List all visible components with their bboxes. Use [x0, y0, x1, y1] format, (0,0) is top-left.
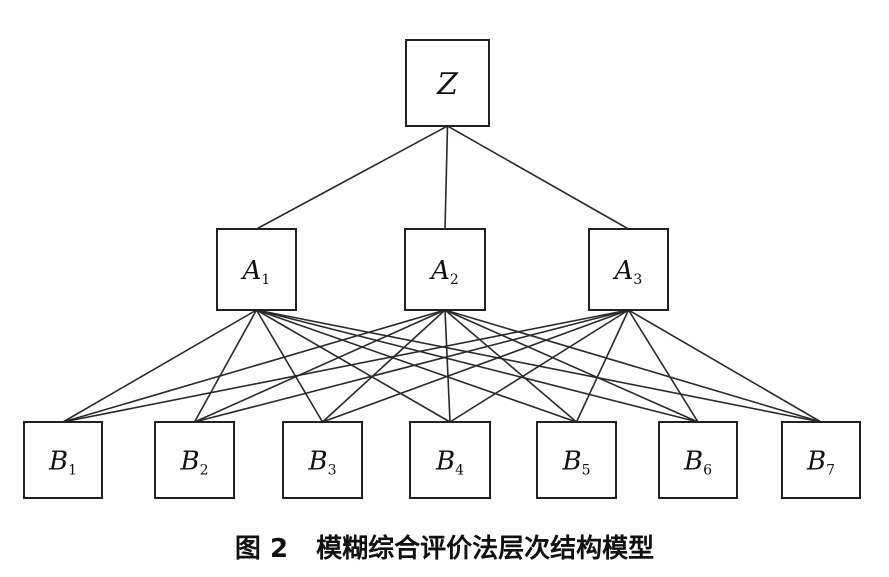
edge-z-a3 [447, 125, 629, 230]
node-box [404, 228, 486, 311]
node-b3: B3 [282, 421, 363, 499]
connection-lines [62, 125, 822, 423]
node-label: B6 [683, 446, 712, 478]
node-label: B7 [806, 446, 835, 478]
edge-a2-b4 [444, 309, 451, 423]
node-b7: B7 [781, 421, 861, 499]
node-box [405, 39, 490, 127]
edge-a3-b5 [575, 309, 630, 423]
figure-title: 模糊综合评价法层次结构模型 [316, 534, 655, 564]
node-label-main: B [179, 446, 199, 476]
node-a3: A3 [588, 228, 669, 311]
node-label-main: B [307, 446, 327, 476]
node-label-main: A [613, 256, 634, 286]
node-label-subscript: 2 [200, 462, 209, 478]
edge-z-a1 [256, 125, 448, 230]
edge-a1-b2 [193, 309, 258, 423]
edge-a3-b4 [449, 309, 629, 423]
node-box [23, 421, 103, 499]
node-a1: A1 [216, 228, 297, 311]
node-label: Z [436, 67, 459, 102]
edge-a3-b1 [62, 309, 629, 423]
node-b5: B5 [536, 421, 617, 499]
node-label: B1 [48, 446, 77, 478]
node-label-subscript: 6 [703, 462, 712, 478]
node-label-main: B [806, 446, 826, 476]
node-label-main: B [435, 446, 455, 476]
node-box [409, 421, 491, 499]
node-z: Z [405, 39, 490, 127]
edge-a1-b3 [255, 309, 324, 423]
node-a2: A2 [404, 228, 486, 311]
node-label-main: B [683, 446, 703, 476]
node-label-main: A [241, 256, 262, 286]
edge-a3-b7 [628, 309, 822, 423]
edge-a1-b5 [256, 309, 577, 423]
edge-a1-b4 [256, 309, 451, 423]
node-b1: B1 [23, 421, 103, 499]
edge-z-a2 [444, 125, 449, 230]
edge-a2-b3 [321, 309, 446, 423]
edge-a1-b1 [62, 309, 257, 423]
node-b4: B4 [409, 421, 491, 499]
edge-a3-b3 [322, 309, 629, 423]
node-label-subscript: 3 [328, 462, 337, 478]
node-label: B4 [435, 446, 464, 478]
node-label-main: B [48, 446, 68, 476]
edge-a3-b6 [627, 309, 699, 423]
node-box [216, 228, 297, 311]
node-label: B3 [307, 446, 336, 478]
node-b6: B6 [658, 421, 738, 499]
node-label-subscript: 2 [450, 272, 459, 288]
edge-a3-b2 [194, 309, 629, 423]
node-label: B2 [179, 446, 208, 478]
edge-a2-b7 [444, 309, 822, 423]
edge-a2-b1 [62, 309, 446, 423]
node-label-subscript: 1 [261, 272, 270, 288]
node-box [154, 421, 235, 499]
node-label: A2 [429, 256, 459, 288]
node-label-subscript: 3 [633, 272, 642, 288]
node-label-subscript: 5 [582, 462, 591, 478]
node-box [588, 228, 669, 311]
node-box [536, 421, 617, 499]
edge-a2-b2 [194, 309, 446, 423]
node-label-subscript: 4 [455, 462, 464, 478]
node-label: A3 [613, 256, 643, 288]
figure-number: 图 2 [234, 534, 289, 564]
node-label-subscript: 1 [68, 462, 77, 478]
node-box [282, 421, 363, 499]
node-box [781, 421, 861, 499]
node-label-subscript: 7 [826, 462, 835, 478]
node-label: A1 [241, 256, 271, 288]
node-label-main: B [561, 446, 581, 476]
node-label-main: A [429, 256, 450, 286]
edge-a2-b6 [444, 309, 699, 423]
node-label-main: Z [436, 67, 459, 102]
node-label: B5 [561, 446, 590, 478]
node-box [658, 421, 738, 499]
figure-caption: 图 2 模糊综合评价法层次结构模型 [0, 528, 889, 565]
node-b2: B2 [154, 421, 235, 499]
edge-a2-b5 [444, 309, 578, 423]
